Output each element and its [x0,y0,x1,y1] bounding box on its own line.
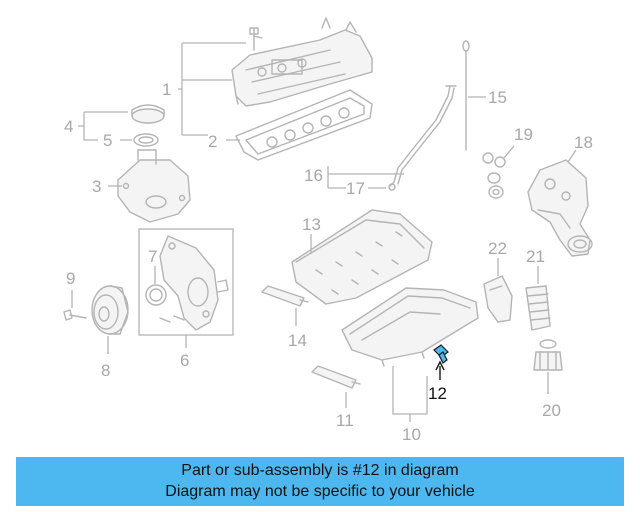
callout-7: 7 [148,247,157,266]
drain-plug [433,344,449,364]
callout-14: 14 [288,331,307,350]
info-banner: Part or sub-assembly is #12 in diagram D… [16,457,624,506]
callout-15: 15 [488,88,507,107]
mounting-bracket [483,275,513,323]
front-cover-seal [145,284,167,306]
callout-10: 10 [402,425,421,444]
callout-6: 6 [180,351,189,370]
filter-housing-seals [482,152,506,199]
oil-filter-element [525,285,551,331]
valve-cover [231,17,373,107]
callout-21: 21 [526,247,545,266]
upper-cover [117,149,191,223]
sealant-tube-11 [311,365,361,389]
sealant-tube-14 [261,285,309,307]
callout-4: 4 [64,117,73,136]
dipstick [462,40,470,151]
valve-cover-bolt [249,27,263,51]
callout-3: 3 [92,177,101,196]
callout-5: 5 [103,131,112,150]
callout-2: 2 [208,132,217,151]
callout-19: 19 [514,125,533,144]
callout-8: 8 [101,361,110,380]
banner-line-1: Part or sub-assembly is #12 in diagram [181,462,459,479]
banner-line-2: Diagram may not be specific to your vehi… [165,483,475,500]
pulley-bolt [63,309,87,321]
callout-18: 18 [574,133,593,152]
callout-9: 9 [66,269,75,288]
lower-oil-pan [341,287,479,367]
parts-diagram: 1 2 4 5 3 [63,17,593,444]
callout-1: 1 [162,80,171,99]
front-cover [159,235,229,331]
dipstick-tube [388,85,457,191]
oil-filter-cap [533,339,563,371]
crankshaft-pulley [91,285,129,335]
callout-11: 11 [336,411,354,430]
cover-bolts [159,315,185,323]
callout-17: 17 [346,179,365,198]
oil-filter-housing [527,159,593,257]
callout-12: 12 [428,384,447,403]
callout-13: 13 [302,215,321,234]
callout-16: 16 [304,166,323,185]
upper-oil-pan [291,209,433,305]
valve-cover-gasket [235,89,373,161]
callout-20: 20 [542,401,561,420]
oil-filler-cap [131,104,165,124]
callout-22: 22 [488,239,507,258]
oil-filler-seal [133,133,159,147]
